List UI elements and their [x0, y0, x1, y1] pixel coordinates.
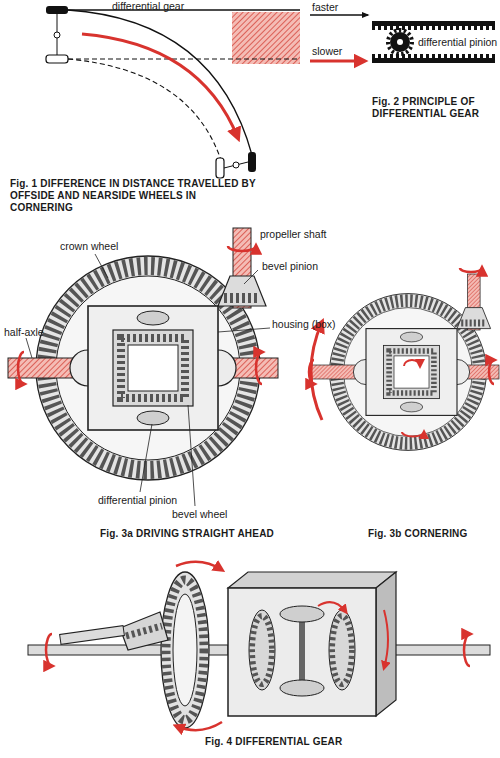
part-label: bevel wheel	[172, 508, 227, 521]
figure-caption: Fig. 3b CORNERING	[368, 528, 468, 540]
cornering-plan	[46, 6, 300, 178]
figure-caption: Fig. 1 DIFFERENCE IN DISTANCE TRAVELLED …	[10, 178, 260, 214]
offside-wheel	[46, 6, 68, 14]
red-hatched-area	[232, 12, 300, 64]
differential-straight	[8, 228, 278, 506]
figure-caption: Fig. 3a DRIVING STRAIGHT AHEAD	[100, 528, 274, 540]
nearside-wheel	[46, 55, 68, 63]
part-label: differential pinion	[98, 494, 177, 507]
differential-perspective	[28, 562, 490, 730]
figure-caption: Fig. 2 PRINCIPLE OF DIFFERENTIAL GEAR	[372, 96, 500, 120]
direction-arrow	[82, 34, 238, 138]
motion-label: faster	[312, 1, 338, 14]
differential-cornering	[309, 268, 499, 450]
motion-label: slower	[312, 45, 342, 58]
part-label: differential pinion	[418, 36, 497, 49]
part-label: propeller shaft	[260, 228, 327, 241]
part-label: differential gear	[112, 0, 184, 13]
figure-caption: Fig. 4 DIFFERENTIAL GEAR	[205, 736, 342, 748]
part-label: crown wheel	[60, 240, 118, 253]
part-label: bevel pinion	[262, 260, 318, 273]
part-label: housing (box)	[272, 318, 336, 331]
part-label: half-axle	[4, 326, 44, 339]
